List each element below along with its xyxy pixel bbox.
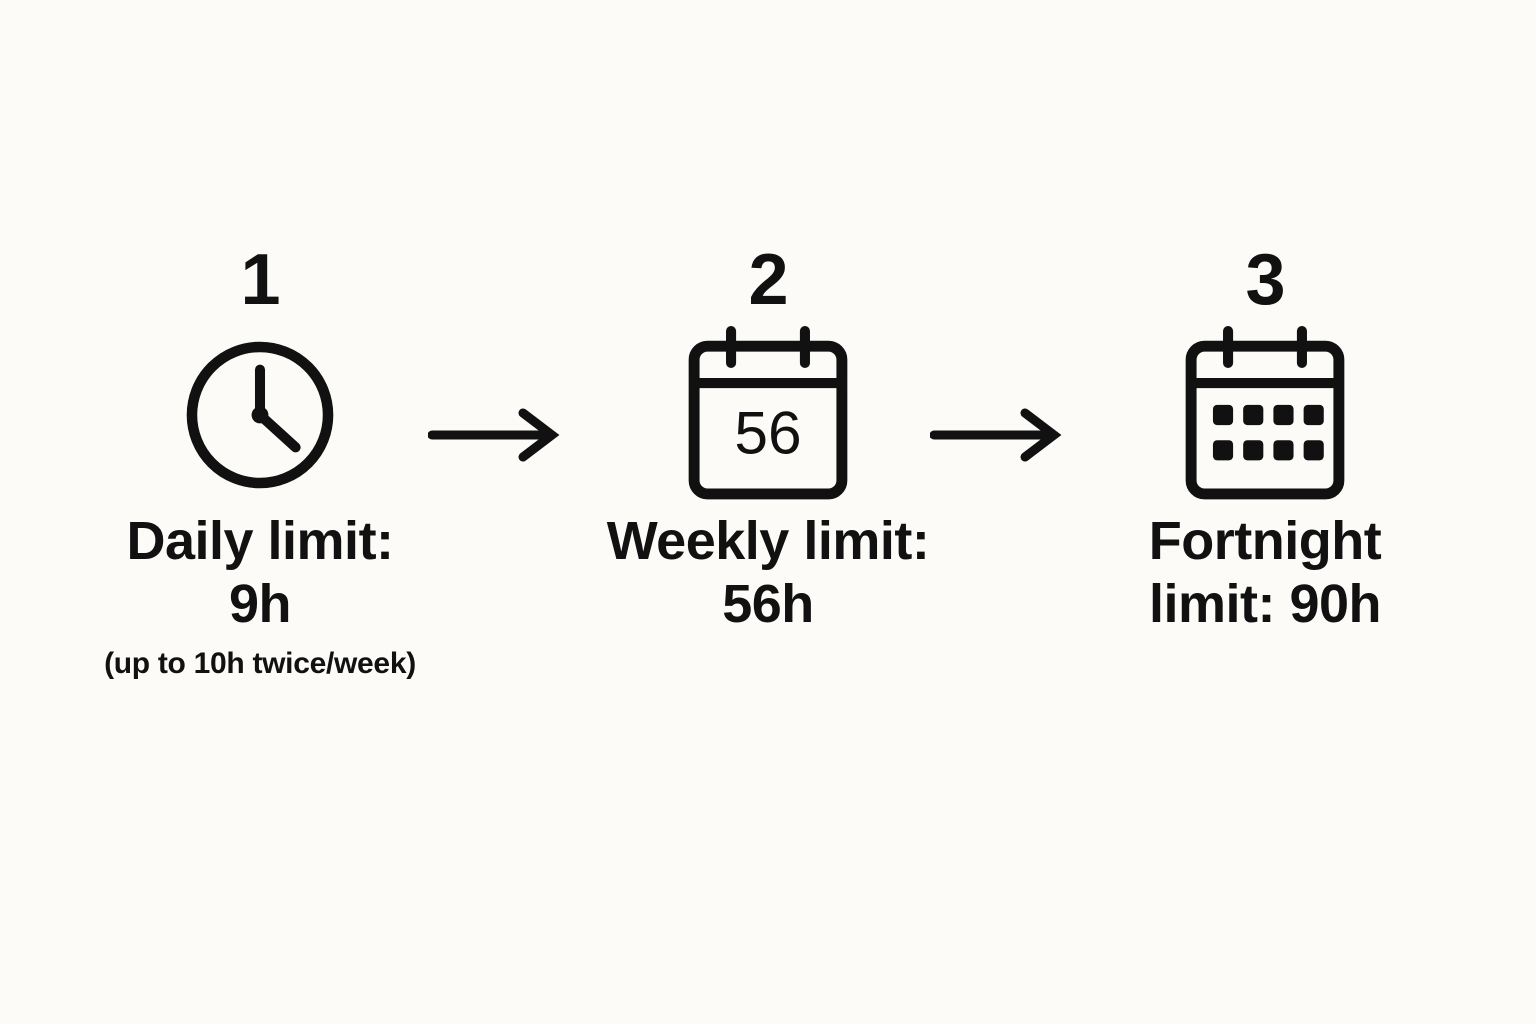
step-1-caption: Daily limit: 9h: [126, 511, 394, 634]
step-3-fortnight-limit: 3 Fortnight limit:: [1055, 240, 1475, 635]
step-2-number: 2: [748, 240, 788, 320]
step-3-number: 3: [1245, 240, 1285, 320]
step-2-caption: Weekly limit: 56h: [606, 511, 930, 634]
calendar-number-label: 56: [734, 399, 801, 467]
calendar-day-cells: [1212, 404, 1324, 461]
clock-icon: [186, 341, 334, 489]
step-1-daily-limit: 1 Daily limit: 9h (up to 10h twice/week): [50, 240, 470, 682]
step-1-subnote: (up to 10h twice/week): [104, 647, 416, 681]
step-3-caption: Fortnight limit: 90h: [1148, 511, 1382, 634]
step-1-icon-slot: [179, 320, 341, 510]
step-3-icon-slot: [1181, 320, 1349, 510]
calendar-56-icon: 56: [688, 326, 848, 500]
arrow-right-icon-2: [930, 408, 1062, 462]
calendar-grid-icon: [1185, 326, 1345, 500]
arrow-right-icon-1: [428, 408, 560, 462]
step-2-icon-slot: 56: [684, 320, 852, 510]
step-1-number: 1: [240, 240, 280, 320]
step-2-weekly-limit: 2 56 Weekly limit: 56h: [558, 240, 978, 635]
